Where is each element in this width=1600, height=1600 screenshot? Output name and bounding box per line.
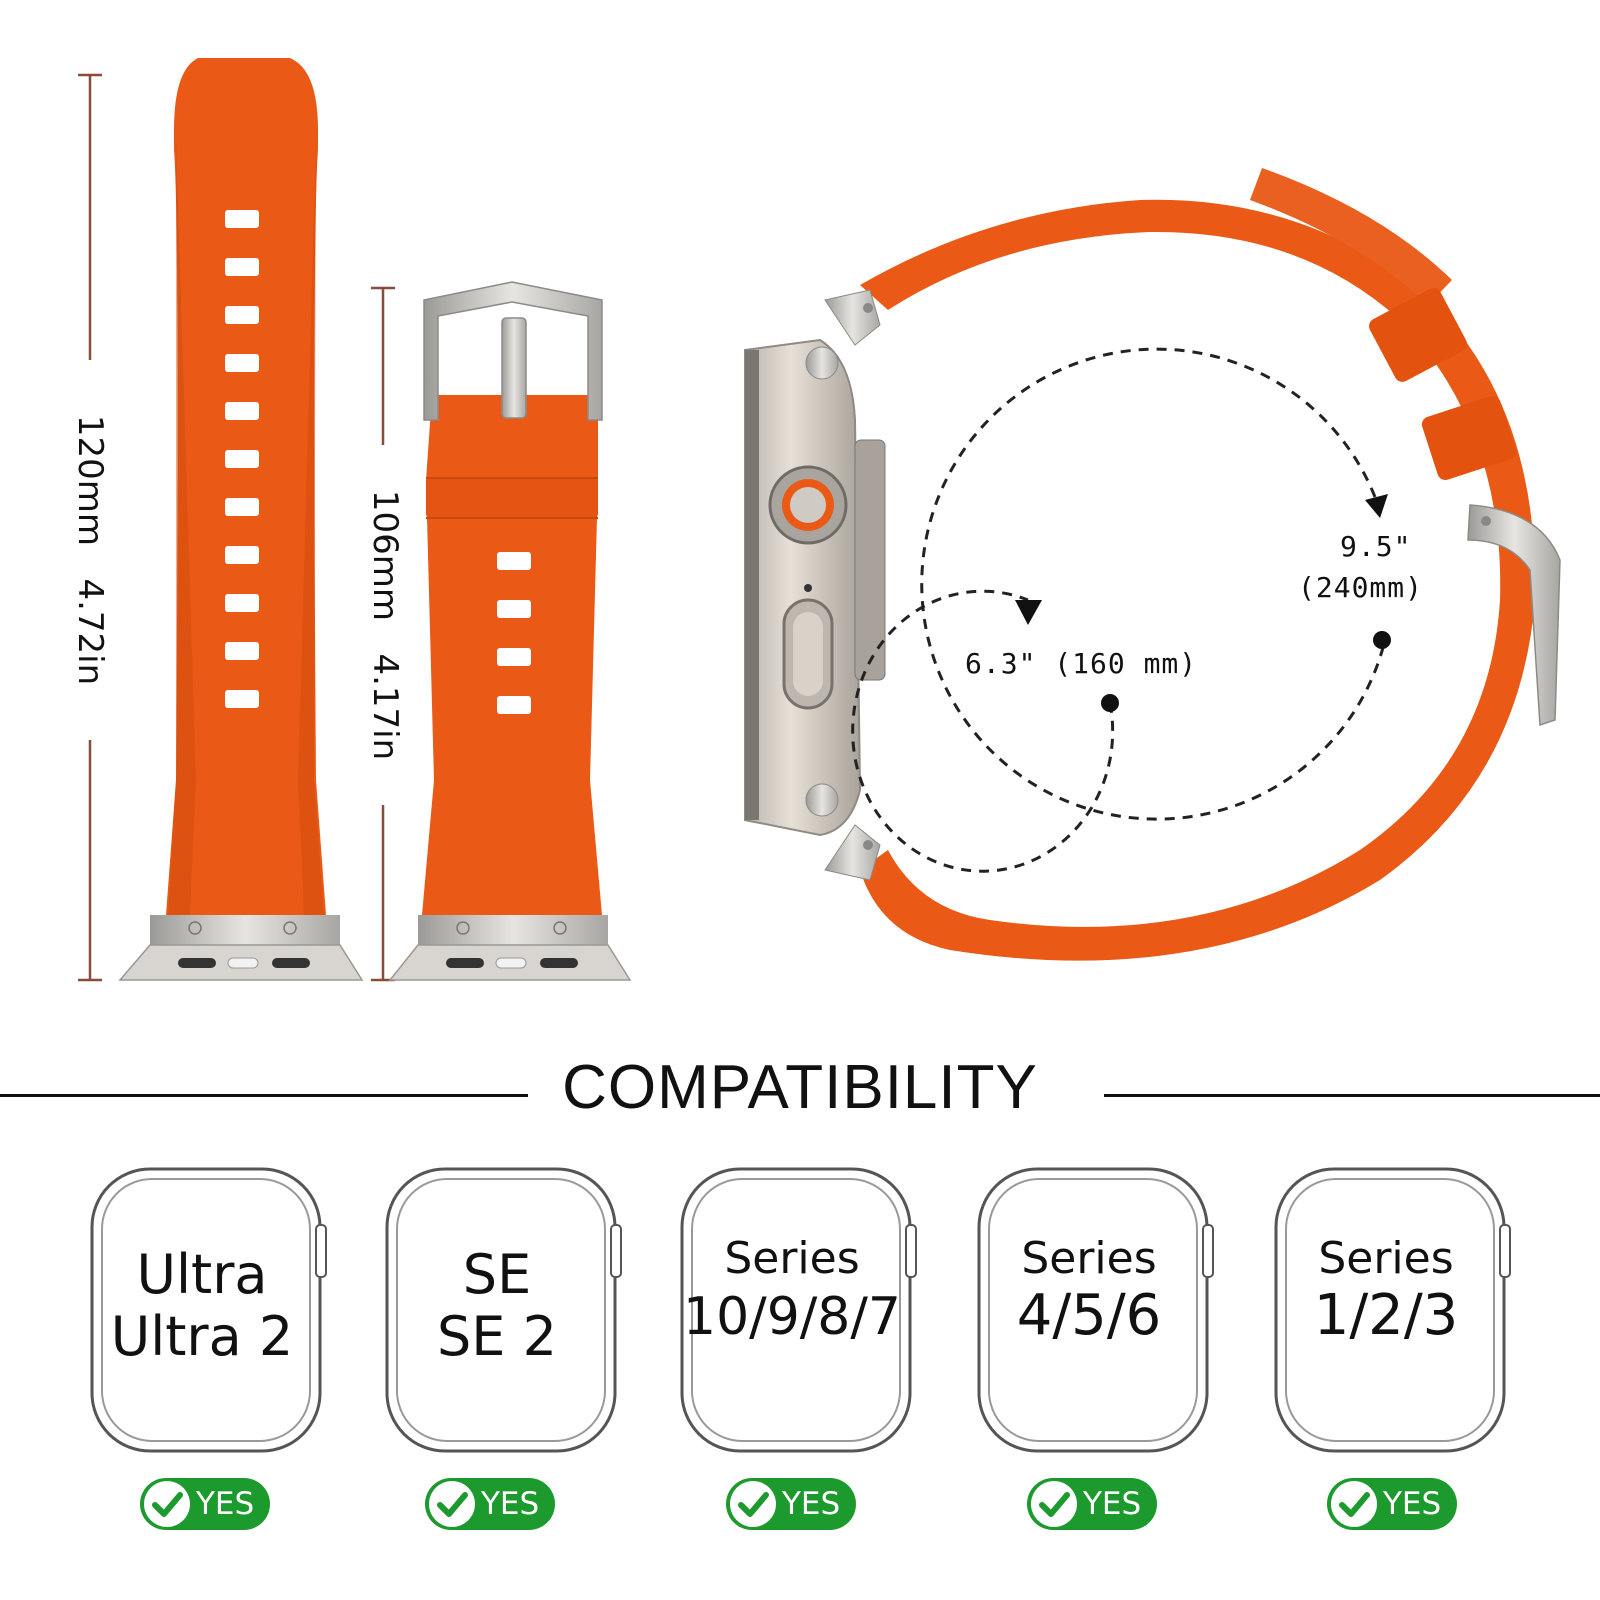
short-strap-connector	[388, 915, 632, 981]
watch-card-series-10-9-8-7: Series 10/9/8/7	[678, 1165, 918, 1455]
watch-outline-icon	[1274, 1167, 1511, 1453]
watch-model-line2: 10/9/8/7	[683, 1287, 901, 1347]
yes-label: YES	[1083, 1486, 1142, 1522]
watch-model-line2: 4/5/6	[1016, 1283, 1162, 1348]
short-strap-length-label: 106mm 4.17in	[365, 465, 405, 785]
min-circumference-label: 6.3" (160 mm)	[965, 647, 1198, 680]
watch-model-line2: Ultra 2	[110, 1305, 294, 1368]
yes-badge-se: YES	[425, 1478, 555, 1530]
outer-arrow-start-dot	[1373, 631, 1391, 649]
yes-label: YES	[196, 1486, 255, 1522]
short-strap-mm: 106mm	[365, 489, 405, 621]
watch-outline-icon	[385, 1167, 622, 1453]
check-circle-icon	[429, 1481, 475, 1527]
outer-arrow-head	[1365, 494, 1388, 518]
yes-label: YES	[782, 1486, 841, 1522]
watch-model-line1: Series	[724, 1233, 860, 1284]
watch-card-se: SE SE 2	[383, 1165, 623, 1455]
long-strap-dimension-line	[78, 73, 102, 982]
product-illustration	[78, 58, 1561, 982]
watch-outline-icon	[680, 1167, 917, 1453]
yes-badge-series-1-2-3: YES	[1327, 1478, 1457, 1530]
yes-badge-series-4-5-6: YES	[1027, 1478, 1157, 1530]
heading-rule-right	[1104, 1094, 1600, 1097]
watch-model-line2: 1/2/3	[1313, 1283, 1459, 1348]
yes-badge-series-10-9-8-7: YES	[726, 1478, 856, 1530]
long-strap-length-label: 120mm 4.72in	[70, 390, 110, 710]
long-strap-mm: 120mm	[70, 414, 110, 546]
yes-label: YES	[1383, 1486, 1442, 1522]
max-circumference-mm: (240mm)	[1298, 571, 1424, 604]
outer-circumference-arrow	[920, 347, 1387, 821]
heading-rule-left	[0, 1094, 528, 1097]
watch-model-line1: Series	[1021, 1233, 1157, 1284]
watch-case	[744, 289, 886, 881]
watch-model-line1: Series	[1318, 1233, 1454, 1284]
long-strap-connector	[118, 915, 364, 981]
check-circle-icon	[1331, 1481, 1377, 1527]
watch-outline-icon	[977, 1167, 1214, 1453]
yes-label: YES	[481, 1486, 540, 1522]
watch-model-line1: SE	[462, 1243, 532, 1306]
watch-card-ultra: Ultra Ultra 2	[88, 1165, 328, 1455]
compatibility-title: COMPATIBILITY	[562, 1053, 1038, 1122]
short-strap-in: 4.17in	[365, 653, 405, 761]
check-circle-icon	[1031, 1481, 1077, 1527]
check-circle-icon	[730, 1481, 776, 1527]
inner-arrow-start-dot	[1101, 694, 1119, 712]
max-circumference-in: 9.5"	[1340, 530, 1412, 563]
watch-card-series-4-5-6: Series 4/5/6	[975, 1165, 1215, 1455]
long-strap-in: 4.72in	[70, 578, 110, 686]
worn-band	[860, 168, 1561, 961]
watch-card-series-1-2-3: Series 1/2/3	[1272, 1165, 1512, 1455]
buckle	[423, 281, 603, 421]
watch-model-line1: Ultra	[136, 1243, 268, 1306]
long-strap	[166, 58, 326, 915]
inner-circumference-arrow	[851, 589, 1115, 873]
yes-badge-ultra: YES	[140, 1478, 270, 1530]
watch-outline-icon	[90, 1167, 327, 1453]
compatibility-heading: COMPATIBILITY	[0, 1052, 1600, 1132]
check-circle-icon	[144, 1481, 190, 1527]
inner-arrow-head	[1015, 600, 1042, 625]
watch-model-line2: SE 2	[437, 1305, 557, 1368]
short-strap	[422, 395, 602, 915]
